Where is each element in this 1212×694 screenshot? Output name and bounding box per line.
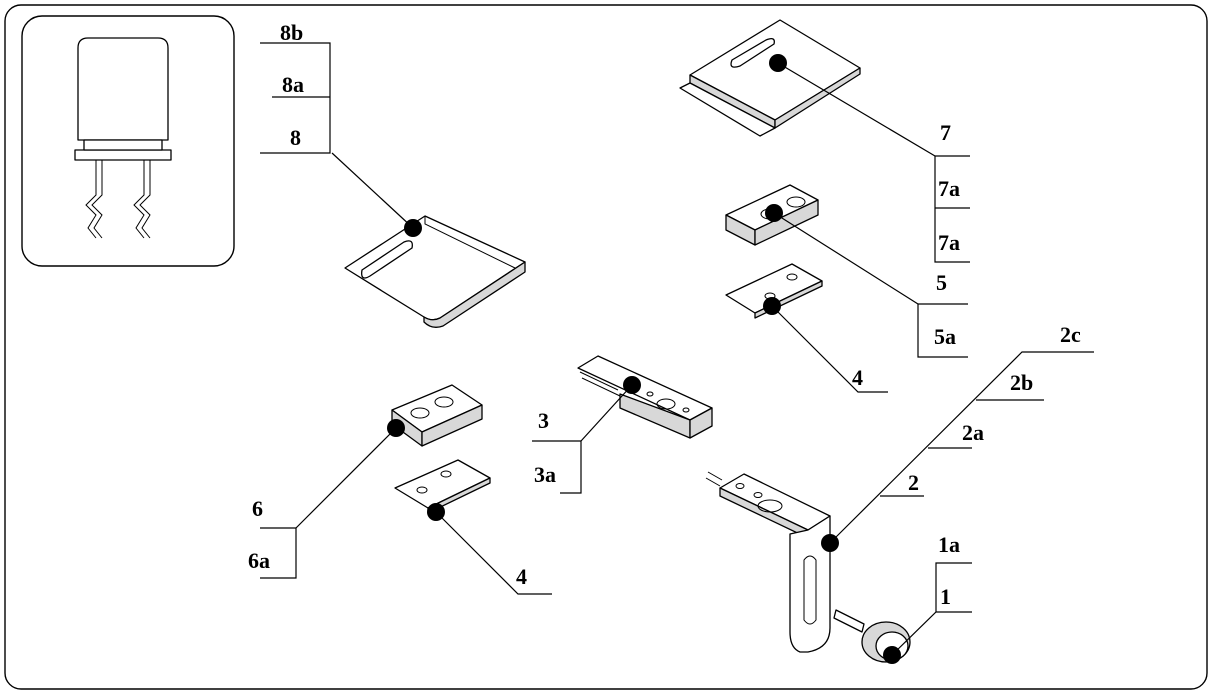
label-7: 7: [940, 120, 951, 145]
diagram-frame: [4, 4, 1208, 690]
inset-capacitor: [21, 15, 235, 267]
label-1: 1: [940, 584, 951, 609]
label-2: 2: [908, 470, 919, 495]
label-2b: 2b: [1010, 370, 1033, 395]
label-8: 8: [290, 125, 301, 150]
part-2-bracket: [705, 471, 911, 663]
callout-labels: 8b 8a 8 7 7a 7a 5 5a 4 3 3a 6 6a 4 2c 2b…: [248, 20, 1081, 609]
label-3a: 3a: [534, 462, 556, 487]
label-7a-2: 7a: [938, 230, 960, 255]
label-4-bottom: 4: [516, 564, 527, 589]
label-8a: 8a: [282, 72, 304, 97]
label-1a: 1a: [938, 532, 960, 557]
part-7-plate: [679, 19, 861, 137]
part-8-plate: [344, 215, 526, 328]
label-5: 5: [936, 270, 947, 295]
part-3-bar: [577, 355, 713, 439]
label-8b: 8b: [280, 20, 303, 45]
label-6: 6: [252, 496, 263, 521]
label-2c: 2c: [1060, 322, 1081, 347]
part-6-block: [391, 384, 483, 447]
label-2a: 2a: [962, 420, 984, 445]
label-6a: 6a: [248, 548, 270, 573]
label-3: 3: [538, 408, 549, 433]
part-4-bottom-plate: [394, 459, 491, 514]
label-7a-1: 7a: [938, 176, 960, 201]
label-4-top: 4: [852, 365, 863, 390]
leader-lines: [260, 42, 1094, 656]
label-5a: 5a: [934, 324, 956, 349]
